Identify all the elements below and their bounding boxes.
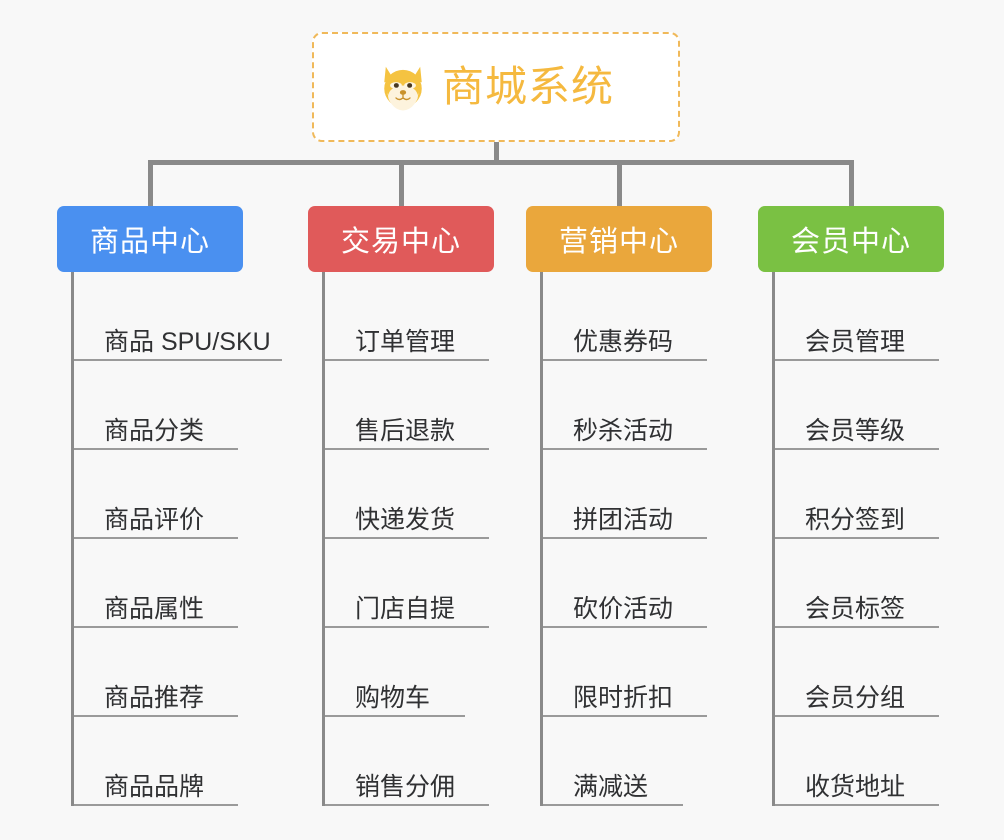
list-item[interactable]: 秒杀活动: [543, 361, 754, 450]
list-item[interactable]: 拼团活动: [543, 450, 754, 539]
root-node[interactable]: 商城系统: [312, 32, 680, 142]
branch-product-center: 商品中心 商品 SPU/SKU 商品分类 商品评价 商品属性 商品推荐: [57, 206, 317, 806]
list-item[interactable]: 限时折扣: [543, 628, 754, 717]
leaf-label: 拼团活动: [573, 506, 674, 535]
leaf-underline: [325, 537, 489, 539]
leaf-label: 门店自提: [355, 595, 456, 624]
list-item[interactable]: 砍价活动: [543, 539, 754, 628]
list-item[interactable]: 商品 SPU/SKU: [74, 272, 317, 361]
list-item[interactable]: 会员标签: [775, 539, 986, 628]
connector-drop-trade-center: [399, 160, 404, 208]
leaf-underline: [543, 537, 707, 539]
list-item[interactable]: 会员管理: [775, 272, 986, 361]
list-item[interactable]: 会员分组: [775, 628, 986, 717]
category-label: 营销中心: [558, 226, 679, 258]
leaf-label: 订单管理: [355, 328, 456, 357]
leaf-label: 商品分类: [104, 417, 205, 446]
list-item[interactable]: 商品评价: [74, 450, 317, 539]
connector-root-stem: [494, 142, 499, 164]
leaf-label: 会员标签: [805, 595, 906, 624]
root-title: 商城系统: [441, 63, 614, 110]
leaf-underline: [325, 715, 465, 717]
connector-drop-marketing-center: [617, 160, 622, 208]
category-box-trade-center[interactable]: 交易中心: [308, 206, 494, 272]
leaf-underline: [74, 359, 282, 361]
leaf-list-marketing-center: 优惠券码 秒杀活动 拼团活动 砍价活动 限时折扣 满减送: [540, 272, 754, 806]
list-item[interactable]: 商品品牌: [74, 717, 317, 806]
leaf-list-member-center: 会员管理 会员等级 积分签到 会员标签 会员分组 收货地址: [772, 272, 986, 806]
leaf-label: 满减送: [573, 773, 649, 802]
category-label: 交易中心: [340, 226, 461, 258]
leaf-list-trade-center: 订单管理 售后退款 快递发货 门店自提 购物车 销售分佣: [322, 272, 536, 806]
leaf-label: 购物车: [355, 684, 431, 713]
leaf-label: 销售分佣: [355, 773, 456, 802]
leaf-underline: [74, 448, 238, 450]
branch-marketing-center: 营销中心 优惠券码 秒杀活动 拼团活动 砍价活动 限时折扣: [526, 206, 754, 806]
list-item[interactable]: 快递发货: [325, 450, 536, 539]
leaf-label: 商品属性: [104, 595, 205, 624]
leaf-underline: [543, 715, 707, 717]
leaf-underline: [775, 626, 939, 628]
connector-drop-member-center: [849, 160, 854, 208]
leaf-underline: [325, 626, 489, 628]
list-item[interactable]: 销售分佣: [325, 717, 536, 806]
leaf-label: 售后退款: [355, 417, 456, 446]
leaf-underline: [74, 537, 238, 539]
list-item[interactable]: 订单管理: [325, 272, 536, 361]
leaf-underline: [325, 804, 489, 806]
leaf-list-product-center: 商品 SPU/SKU 商品分类 商品评价 商品属性 商品推荐 商品品牌: [71, 272, 317, 806]
list-item[interactable]: 商品推荐: [74, 628, 317, 717]
leaf-underline: [775, 804, 939, 806]
branch-trade-center: 交易中心 订单管理 售后退款 快递发货 门店自提 购物车: [308, 206, 536, 806]
list-item[interactable]: 收货地址: [775, 717, 986, 806]
list-item[interactable]: 会员等级: [775, 361, 986, 450]
branch-member-center: 会员中心 会员管理 会员等级 积分签到 会员标签 会员分组: [758, 206, 986, 806]
shiba-dog-face-icon: [384, 66, 422, 111]
leaf-label: 商品 SPU/SKU: [104, 328, 271, 357]
category-box-product-center[interactable]: 商品中心: [57, 206, 243, 272]
leaf-underline: [74, 804, 238, 806]
leaf-underline: [325, 448, 489, 450]
leaf-underline: [543, 359, 707, 361]
list-item[interactable]: 积分签到: [775, 450, 986, 539]
leaf-underline: [775, 448, 939, 450]
leaf-underline: [543, 448, 707, 450]
category-label: 会员中心: [790, 226, 911, 258]
leaf-label: 商品评价: [104, 506, 205, 535]
leaf-underline: [775, 359, 939, 361]
leaf-underline: [325, 359, 489, 361]
leaf-label: 积分签到: [805, 506, 906, 535]
category-box-member-center[interactable]: 会员中心: [758, 206, 944, 272]
leaf-label: 限时折扣: [573, 684, 674, 713]
leaf-underline: [74, 715, 238, 717]
leaf-label: 砍价活动: [573, 595, 674, 624]
category-label: 商品中心: [89, 226, 210, 258]
connector-drop-product-center: [148, 160, 153, 208]
leaf-label: 秒杀活动: [573, 417, 674, 446]
leaf-label: 快递发货: [355, 506, 456, 535]
list-item[interactable]: 优惠券码: [543, 272, 754, 361]
leaf-label: 优惠券码: [573, 328, 674, 357]
leaf-underline: [543, 804, 683, 806]
leaf-underline: [74, 626, 238, 628]
leaf-underline: [543, 626, 707, 628]
list-item[interactable]: 商品属性: [74, 539, 317, 628]
leaf-label: 会员分组: [805, 684, 906, 713]
leaf-label: 收货地址: [805, 773, 906, 802]
leaf-label: 会员等级: [805, 417, 906, 446]
list-item[interactable]: 商品分类: [74, 361, 317, 450]
leaf-label: 会员管理: [805, 328, 906, 357]
list-item[interactable]: 售后退款: [325, 361, 536, 450]
leaf-underline: [775, 537, 939, 539]
category-box-marketing-center[interactable]: 营销中心: [526, 206, 712, 272]
leaf-label: 商品品牌: [104, 773, 205, 802]
leaf-underline: [775, 715, 939, 717]
leaf-label: 商品推荐: [104, 684, 205, 713]
list-item[interactable]: 门店自提: [325, 539, 536, 628]
connector-horizontal-bus: [148, 160, 854, 165]
list-item[interactable]: 购物车: [325, 628, 536, 717]
list-item[interactable]: 满减送: [543, 717, 754, 806]
